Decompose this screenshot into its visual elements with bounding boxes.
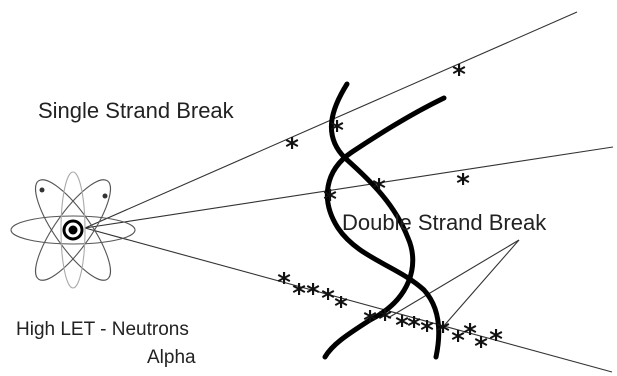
- break-marker: *: [463, 319, 477, 349]
- radiation-type-label-alpha: Alpha: [147, 347, 196, 368]
- break-marker: *: [372, 174, 386, 204]
- break-marker: *: [456, 169, 470, 199]
- atom-orbit-horizontal: [10, 215, 136, 245]
- break-marker: *: [292, 279, 306, 309]
- dna-strand-right: [324, 95, 447, 360]
- break-marker: *: [451, 326, 465, 356]
- break-marker: *: [334, 292, 348, 322]
- break-marker: *: [420, 316, 434, 346]
- double-strand-break-label: Double Strand Break: [342, 210, 547, 235]
- break-marker: *: [436, 317, 450, 347]
- break-marker: *: [323, 185, 337, 215]
- atom-orbit-vertical: [60, 171, 86, 289]
- pointer-line-1: [387, 239, 520, 319]
- atom-orbit-diagonal-a: [35, 179, 111, 281]
- break-marker: *: [363, 306, 377, 336]
- break-marker: *: [407, 312, 421, 342]
- radiation-type-label: High LET - Neutrons: [16, 319, 189, 340]
- atom-orbit-diagonal-b: [35, 179, 111, 281]
- atom-nucleus: [68, 225, 78, 235]
- single-strand-break-label: Single Strand Break: [38, 98, 235, 123]
- break-marker: *: [277, 268, 291, 298]
- break-marker: *: [452, 60, 466, 90]
- break-marker: *: [306, 279, 320, 309]
- break-marker: *: [321, 284, 335, 314]
- atom-icon: [10, 171, 136, 289]
- break-marker: *: [395, 311, 409, 341]
- break-marker: *: [285, 133, 299, 163]
- break-marker: *: [378, 305, 392, 335]
- atom-electron: [102, 193, 108, 199]
- ray-lower: [84, 227, 613, 373]
- break-marker: *: [330, 116, 344, 146]
- ray-middle: [84, 146, 614, 229]
- dna-strand-left: [322, 81, 416, 360]
- break-marker: *: [489, 325, 503, 355]
- pointer-line-2: [441, 239, 520, 329]
- break-marker: *: [474, 332, 488, 362]
- atom-electron: [39, 187, 45, 193]
- break-markers: * * * * * * * * * * * * * * * * * * * * …: [277, 60, 503, 362]
